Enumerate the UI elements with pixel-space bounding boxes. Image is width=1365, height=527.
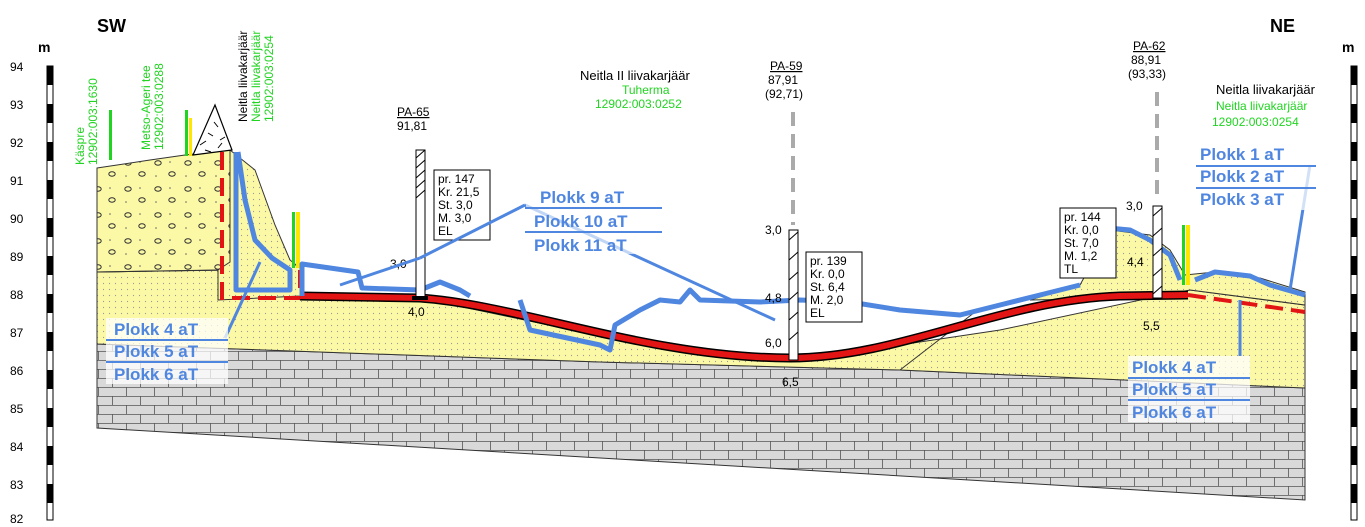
- svg-text:5,5: 5,5: [1143, 319, 1160, 333]
- svg-text:M. 1,2: M. 1,2: [1064, 249, 1098, 263]
- svg-text:Plokk 5 aT: Plokk 5 aT: [1132, 380, 1217, 399]
- tick-83: 83: [10, 478, 24, 492]
- svg-text:pr. 147: pr. 147: [438, 172, 475, 186]
- parcel-marker-2: [185, 110, 188, 156]
- parcel-label-neitla-right: Neitla liivakarjäär Neitla liivakarjäär …: [1212, 82, 1316, 129]
- svg-text:Plokk 5 aT: Plokk 5 aT: [114, 342, 199, 361]
- svg-text:Plokk 1 aT: Plokk 1 aT: [1200, 145, 1285, 164]
- svg-text:EL: EL: [438, 224, 453, 238]
- direction-sw: SW: [97, 16, 126, 36]
- svg-text:Neitla liivakarjäär: Neitla liivakarjäär: [1216, 99, 1307, 113]
- parcel-label-kaspre: Käspre 12902:003:1630: [73, 78, 100, 165]
- pa59-elev: 87,91: [768, 73, 798, 87]
- tick-93: 93: [10, 98, 24, 112]
- svg-text:St. 7,0: St. 7,0: [1064, 236, 1099, 250]
- pa65-id: PA-65: [397, 105, 430, 119]
- tick-92: 92: [10, 136, 24, 150]
- tick-88: 88: [10, 288, 24, 302]
- svg-text:M. 2,0: M. 2,0: [810, 293, 844, 307]
- block-labels-mid: Plokk 9 aT Plokk 10 aT Plokk 11 aT: [339, 186, 776, 322]
- gravel-sand-hill: [96, 149, 233, 273]
- svg-text:3,0: 3,0: [765, 223, 782, 237]
- svg-text:Plokk 6 aT: Plokk 6 aT: [114, 365, 199, 384]
- svg-text:4,4: 4,4: [1127, 255, 1144, 269]
- block-labels-right-top: Plokk 1 aT Plokk 2 aT Plokk 3 aT: [1196, 144, 1316, 291]
- svg-text:EL: EL: [810, 306, 825, 320]
- svg-text:4,8: 4,8: [765, 291, 782, 305]
- svg-text:Neitla liivakarjäär: Neitla liivakarjäär: [236, 31, 250, 122]
- tick-90: 90: [10, 212, 24, 226]
- pa59-id: PA-59: [770, 59, 803, 73]
- svg-text:pr. 144: pr. 144: [1064, 210, 1101, 224]
- svg-text:12902:003:0252: 12902:003:0252: [595, 97, 682, 111]
- svg-text:Neitla liivakarjäär: Neitla liivakarjäär: [249, 31, 263, 122]
- parcel-marker-4: [1182, 225, 1185, 285]
- svg-text:M. 3,0: M. 3,0: [438, 211, 472, 225]
- svg-text:6,0: 6,0: [765, 336, 782, 350]
- axis-unit-left: m: [38, 39, 50, 55]
- elevation-axis-right: m: [1342, 39, 1358, 521]
- parcel-label-neitla-left: Neitla liivakarjäär Neitla liivakarjäär …: [236, 31, 276, 122]
- svg-text:Plokk 9 aT: Plokk 9 aT: [540, 188, 625, 207]
- tick-84: 84: [10, 440, 24, 454]
- borehole-pa-59: PA-59 87,91 (92,71) 3,0 4,8 6,0 6,5 pr. …: [765, 59, 863, 389]
- svg-text:St. 3,0: St. 3,0: [438, 198, 473, 212]
- elevation-axis-left: m 94 93 92 91 90 89 88 87 86 85 84 83 82: [10, 39, 54, 526]
- parcel-marker-3: [292, 212, 295, 268]
- svg-text:Neitla liivakarjäär: Neitla liivakarjäär: [1216, 82, 1316, 97]
- borehole-pa-65: PA-65 91,81 3,0 4,0 pr. 147 Kr. 21,5 St.…: [390, 105, 491, 319]
- svg-text:TL: TL: [1064, 262, 1078, 276]
- tick-94: 94: [10, 60, 24, 74]
- tick-87: 87: [10, 326, 24, 340]
- svg-text:3,0: 3,0: [1126, 199, 1143, 213]
- tick-85: 85: [10, 402, 24, 416]
- rock-pile-icon: [192, 103, 233, 156]
- pa65-elev: 91,81: [397, 119, 427, 133]
- svg-text:Plokk 4 aT: Plokk 4 aT: [1132, 358, 1217, 377]
- svg-text:pr. 139: pr. 139: [810, 254, 847, 268]
- svg-text:Käspre: Käspre: [73, 127, 87, 165]
- pa65-depth-bottom: 4,0: [408, 305, 425, 319]
- borehole-pa-62: PA-62 88,91 (93,33) 3,0 4,4 5,5 pr. 144 …: [1059, 39, 1166, 333]
- svg-text:Kr. 0,0: Kr. 0,0: [810, 267, 845, 281]
- svg-text:Kr. 0,0: Kr. 0,0: [1064, 223, 1099, 237]
- tick-89: 89: [10, 250, 24, 264]
- svg-text:12902:003:1630: 12902:003:1630: [86, 78, 100, 165]
- svg-text:Plokk 2 aT: Plokk 2 aT: [1200, 167, 1285, 186]
- svg-text:Plokk 3 aT: Plokk 3 aT: [1200, 190, 1285, 209]
- svg-text:Plokk 10 aT: Plokk 10 aT: [534, 212, 628, 231]
- svg-text:12902:003:0288: 12902:003:0288: [152, 63, 166, 150]
- pa59-elev2: (92,71): [765, 87, 803, 101]
- block-outlines: [233, 151, 1306, 353]
- svg-text:Plokk 6 aT: Plokk 6 aT: [1132, 403, 1217, 422]
- tick-91: 91: [10, 174, 24, 188]
- tick-82: 82: [10, 512, 24, 526]
- parcel-label-neitla-ii: Neitla II liivakarjäär Tuherma 12902:003…: [580, 68, 690, 111]
- svg-text:St. 6,4: St. 6,4: [810, 280, 845, 294]
- block-labels-right-bottom: Plokk 4 aT Plokk 5 aT Plokk 6 aT: [1128, 300, 1250, 422]
- svg-text:Neitla II liivakarjäär: Neitla II liivakarjäär: [580, 68, 690, 83]
- svg-text:Metso-Ageri tee: Metso-Ageri tee: [139, 65, 153, 150]
- pa62-elev: 88,91: [1131, 53, 1161, 67]
- svg-text:6,5: 6,5: [782, 375, 799, 389]
- svg-text:12902:003:0254: 12902:003:0254: [262, 35, 276, 122]
- tick-86: 86: [10, 364, 24, 378]
- parcel-label-metso: Metso-Ageri tee 12902:003:0288: [139, 63, 166, 150]
- svg-text:Kr. 21,5: Kr. 21,5: [438, 185, 480, 199]
- svg-text:Plokk 4 aT: Plokk 4 aT: [114, 320, 199, 339]
- svg-text:Plokk 11 aT: Plokk 11 aT: [534, 236, 627, 255]
- block-labels-left: Plokk 4 aT Plokk 5 aT Plokk 6 aT: [106, 261, 262, 384]
- parcel-marker-1: [109, 110, 112, 160]
- axis-unit-right: m: [1342, 39, 1354, 55]
- svg-text:12902:003:0254: 12902:003:0254: [1212, 115, 1299, 129]
- pa62-elev2: (93,33): [1128, 67, 1166, 81]
- pa62-id: PA-62: [1133, 39, 1166, 53]
- svg-text:Tuherma: Tuherma: [622, 83, 670, 97]
- direction-ne: NE: [1270, 16, 1295, 36]
